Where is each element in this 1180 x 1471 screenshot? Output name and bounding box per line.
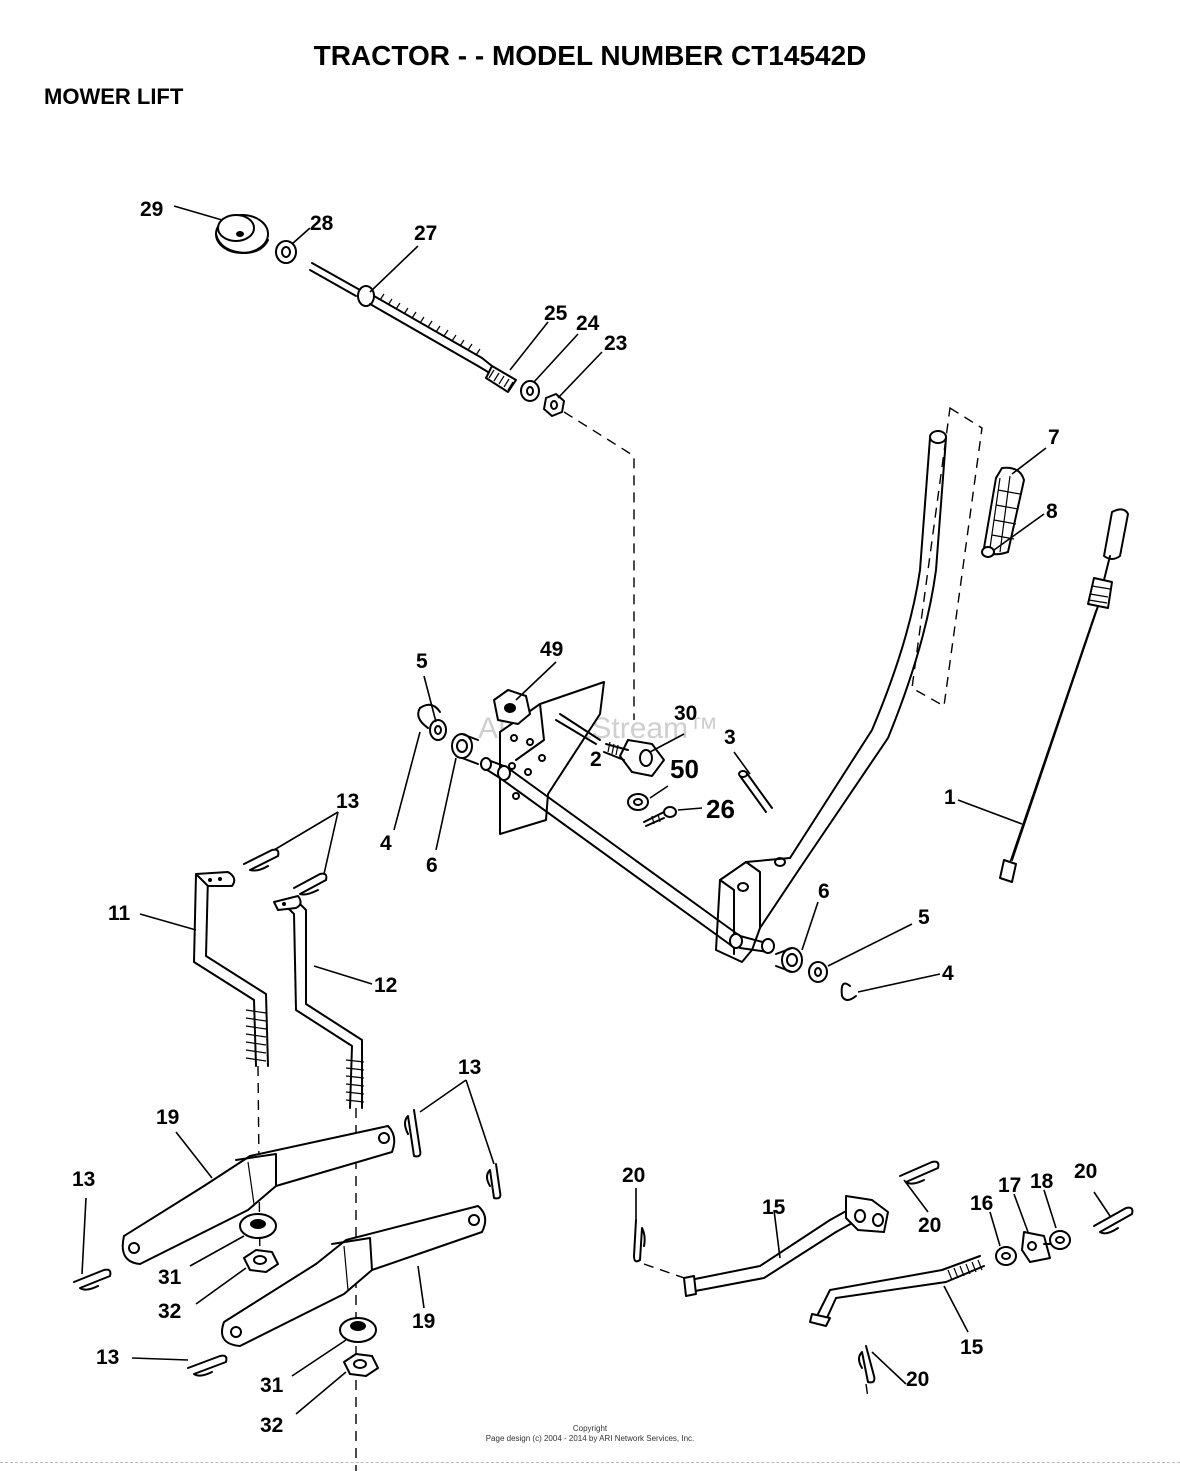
part-31-spacer-upper[interactable]	[239, 1213, 277, 1239]
part-20-hairpin-a[interactable]	[633, 1219, 646, 1263]
part-50-washer[interactable]	[627, 793, 649, 811]
part-49-bushing[interactable]	[493, 689, 531, 725]
part-18-bushing[interactable]	[1049, 1230, 1071, 1250]
part-15-link-rod-lower[interactable]	[809, 1255, 985, 1327]
callout-8: 8	[1046, 500, 1058, 523]
part-8-plug[interactable]	[981, 546, 995, 558]
callout-31-lower: 31	[260, 1374, 284, 1397]
callout-28: 28	[310, 212, 334, 235]
callout-20-c: 20	[1074, 1160, 1097, 1183]
part-16-washer[interactable]	[995, 1246, 1017, 1266]
callout-20-b: 20	[918, 1214, 941, 1237]
callout-20-a: 20	[622, 1164, 645, 1187]
callout-2: 2	[590, 748, 602, 771]
callout-1: 1	[944, 786, 956, 809]
callout-20-d: 20	[906, 1368, 929, 1391]
part-13-hairpin-clip-c[interactable]	[73, 1268, 112, 1291]
callout-13-arm: 13	[458, 1056, 481, 1079]
callout-18: 18	[1030, 1170, 1054, 1193]
part-6-bushing-left[interactable]	[451, 733, 479, 765]
page-divider	[0, 1462, 1180, 1463]
part-20-hairpin-b[interactable]	[899, 1160, 940, 1185]
callout-32-upper: 32	[158, 1300, 181, 1323]
callout-4-right: 4	[942, 962, 954, 985]
part-17-trunnion[interactable]	[1021, 1231, 1059, 1263]
part-4-retaining-clip-right[interactable]	[840, 982, 857, 1001]
callout-6-left: 6	[426, 854, 438, 877]
callout-15-lower: 15	[960, 1336, 984, 1359]
callout-6-right: 6	[818, 880, 830, 903]
part-28-washer[interactable]	[275, 240, 297, 264]
callout-27: 27	[414, 222, 437, 245]
part-11-lift-link-left[interactable]	[193, 871, 269, 1067]
callout-29: 29	[140, 198, 163, 221]
part-5-washer-right[interactable]	[808, 961, 828, 983]
callout-3: 3	[724, 726, 736, 749]
part-26-bolt[interactable]	[643, 806, 677, 827]
part-32-nut-upper[interactable]	[243, 1249, 279, 1273]
callout-17: 17	[998, 1174, 1021, 1197]
part-13-hairpin-clip-d[interactable]	[404, 1109, 422, 1158]
callout-32-lower: 32	[260, 1414, 283, 1437]
callout-16: 16	[970, 1192, 993, 1215]
part-handle-bracket[interactable]	[715, 857, 801, 963]
part-31-spacer-lower[interactable]	[339, 1317, 377, 1343]
part-25-spring[interactable]	[485, 365, 517, 393]
callout-25: 25	[544, 302, 568, 325]
part-24-washer[interactable]	[520, 380, 540, 402]
callout-5-right: 5	[918, 906, 930, 929]
callout-49: 49	[540, 638, 563, 661]
copyright-footer: Copyright Page design (c) 2004 - 2014 by…	[0, 1424, 1180, 1444]
callout-15-upper: 15	[762, 1196, 786, 1219]
diagram-subtitle: MOWER LIFT	[44, 84, 184, 109]
callout-19-lower: 19	[412, 1310, 435, 1333]
part-3-pin[interactable]	[738, 770, 773, 813]
callout-4-left: 4	[380, 832, 392, 855]
callout-13-top: 13	[336, 790, 359, 813]
part-2-cross-shaft[interactable]	[480, 757, 775, 954]
part-5-washer-left[interactable]	[429, 719, 447, 741]
part-13-hairpin-clip-b[interactable]	[293, 872, 328, 896]
part-23-nut[interactable]	[543, 393, 565, 417]
callout-30: 30	[674, 702, 697, 725]
part-4-retaining-clip-left[interactable]	[417, 703, 441, 729]
part-19-lift-arm-upper[interactable]	[121, 1125, 396, 1265]
part-32-nut-lower[interactable]	[343, 1353, 379, 1377]
part-15-link-rod-upper[interactable]	[683, 1195, 889, 1297]
part-30-trunnion[interactable]	[603, 739, 665, 777]
callout-7: 7	[1048, 426, 1060, 449]
callout-24: 24	[576, 312, 600, 335]
callout-50: 50	[670, 754, 699, 784]
part-13-hairpin-clip-e[interactable]	[486, 1163, 502, 1200]
part-29-knob[interactable]	[215, 214, 269, 254]
part-12-lift-link-right[interactable]	[273, 895, 365, 1109]
callout-12: 12	[374, 974, 397, 997]
callout-13-bottom: 13	[96, 1346, 119, 1369]
part-27-adjustment-rod[interactable]	[309, 262, 493, 373]
part-13-hairpin-clip-f[interactable]	[187, 1354, 228, 1377]
diagram-title: TRACTOR - - MODEL NUMBER CT14542D	[313, 40, 867, 71]
part-20-hairpin-d[interactable]	[858, 1345, 876, 1384]
part-6-bushing-right[interactable]	[775, 947, 803, 973]
callout-31-upper: 31	[158, 1266, 182, 1289]
part-13-hairpin-clip-a[interactable]	[243, 848, 280, 872]
copyright-line-1: Copyright	[572, 1424, 608, 1433]
part-19-lift-arm-lower[interactable]	[221, 1205, 487, 1347]
callout-26: 26	[706, 794, 735, 824]
callout-11: 11	[108, 902, 131, 925]
callout-23: 23	[604, 332, 627, 355]
callout-5-left: 5	[416, 650, 428, 673]
part-7-handle-grip[interactable]	[983, 466, 1025, 556]
callout-13-left: 13	[72, 1168, 95, 1191]
part-1-lift-rod[interactable]	[999, 508, 1129, 883]
part-lift-handle[interactable]	[789, 430, 947, 869]
callout-19-upper: 19	[156, 1106, 179, 1129]
part-20-hairpin-c[interactable]	[1093, 1206, 1134, 1235]
copyright-line-2: Page design (c) 2004 - 2014 by ARI Netwo…	[485, 1434, 695, 1443]
